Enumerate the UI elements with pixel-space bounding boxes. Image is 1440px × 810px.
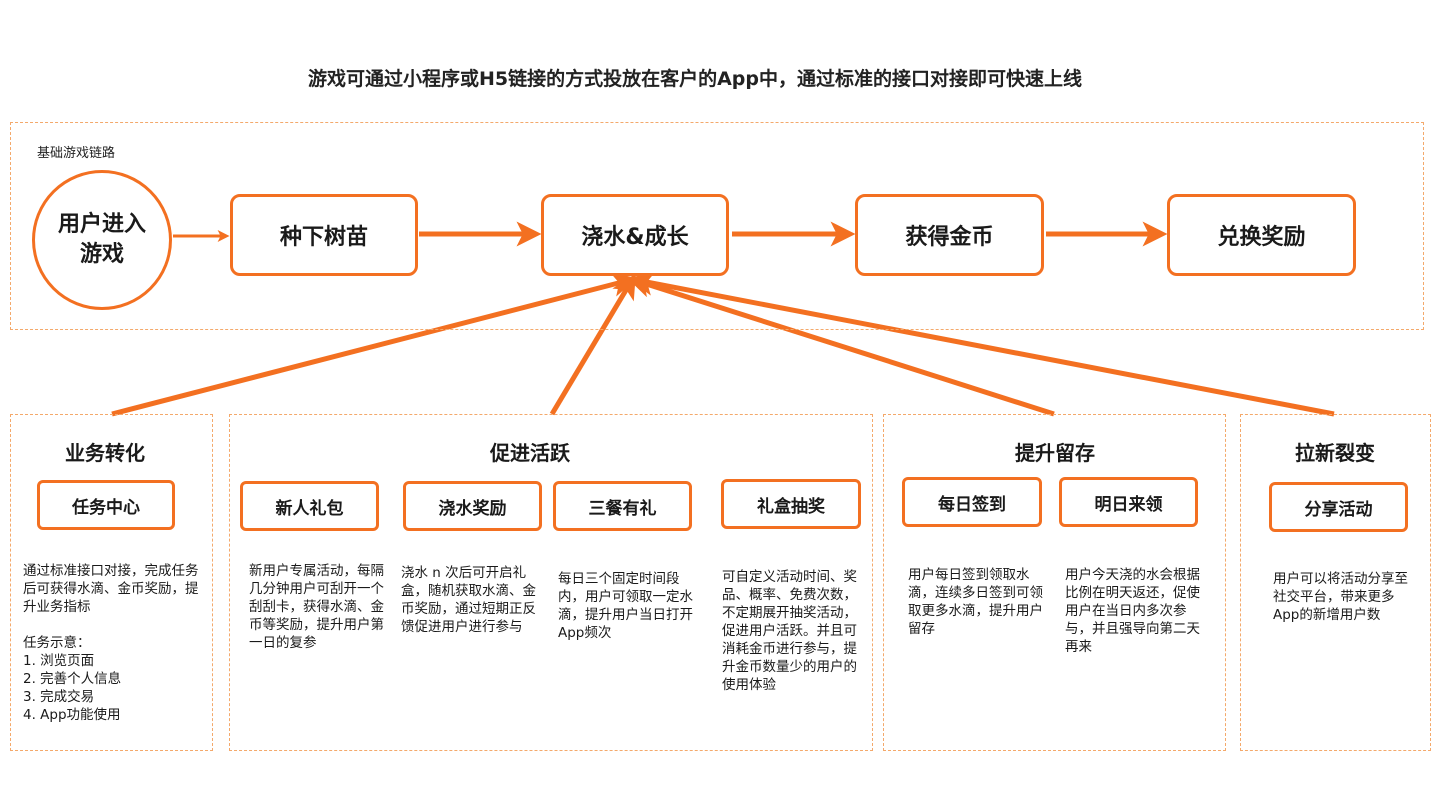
section-title: 促进活跃	[490, 441, 570, 465]
desc-three-meals: 每日三个固定时间段内，用户可领取一定水滴，提升用户当日打开App频次	[558, 571, 693, 641]
arrow-active-to-water	[549, 273, 636, 416]
arrow-retention-to-water	[626, 273, 1055, 417]
pill-three-meals: 三餐有礼	[553, 481, 692, 531]
basic-chain-label: 基础游戏链路	[37, 146, 116, 161]
arrow-growth-to-water	[628, 271, 1335, 417]
step-water: 浇水&成长	[541, 194, 729, 276]
arrow-business-to-water	[111, 272, 638, 417]
section-business	[10, 414, 213, 751]
pill-share-activity: 分享活动	[1269, 482, 1408, 532]
pill-label: 新人礼包	[275, 498, 344, 519]
step-label: 种下树苗	[279, 225, 368, 250]
step-plant: 种下树苗	[230, 194, 418, 276]
section-title: 提升留存	[1015, 441, 1095, 465]
pill-label: 任务中心	[72, 497, 140, 518]
pill-daily-checkin: 每日签到	[902, 477, 1042, 527]
pill-label: 三餐有礼	[588, 498, 657, 519]
pill-label: 浇水奖励	[438, 498, 507, 519]
pill-label: 分享活动	[1304, 499, 1373, 520]
desc-tomorrow-claim: 用户今天浇的水会根据比例在明天返还，促使用户在当日内多次参与，并且强导向第二天再…	[1065, 567, 1200, 655]
step-label: 兑换奖励	[1217, 225, 1306, 250]
pill-newbie-pack: 新人礼包	[240, 481, 379, 531]
basic-chain-box	[10, 122, 1424, 330]
desc-task-center: 通过标准接口对接，完成任务后可获得水滴、金币奖励，提升业务指标 任务示意： 1.…	[23, 563, 199, 723]
step-label: 获得金币	[905, 225, 994, 250]
section-title: 拉新裂变	[1295, 441, 1375, 465]
section-active	[229, 414, 873, 751]
step-reward: 兑换奖励	[1167, 194, 1356, 276]
entry-label: 用户进入游戏	[57, 212, 146, 267]
entry-circle: 用户进入游戏	[32, 170, 172, 310]
section-retention	[883, 414, 1226, 751]
pill-label: 每日签到	[938, 494, 1006, 515]
section-title: 业务转化	[65, 441, 145, 465]
desc-water-reward: 浇水 n 次后可开启礼盒，随机获取水滴、金币奖励，通过短期正反馈促进用户进行参与	[401, 565, 536, 635]
section-growth	[1240, 414, 1431, 751]
step-coins: 获得金币	[855, 194, 1044, 276]
pill-label: 礼盒抽奖	[757, 496, 825, 517]
desc-newbie-pack: 新用户专属活动，每隔几分钟用户可刮开一个刮刮卡，获得水滴、金币等奖励，提升用户第…	[249, 563, 384, 651]
page-headline: 游戏可通过小程序或H5链接的方式投放在客户的App中，通过标准的接口对接即可快速…	[307, 68, 1083, 90]
pill-label: 明日来领	[1094, 494, 1163, 515]
pill-tomorrow-claim: 明日来领	[1059, 477, 1198, 527]
desc-daily-checkin: 用户每日签到领取水滴，连续多日签到可领取更多水滴，提升用户留存	[908, 567, 1043, 637]
pill-task-center: 任务中心	[37, 480, 175, 530]
step-label: 浇水&成长	[581, 225, 689, 250]
desc-gift-lottery: 可自定义活动时间、奖品、概率、免费次数，不定期展开抽奖活动，促进用户活跃。并且可…	[722, 569, 857, 693]
desc-share-activity: 用户可以将活动分享至社交平台，带来更多App的新增用户数	[1273, 571, 1408, 623]
pill-gift-lottery: 礼盒抽奖	[721, 479, 861, 529]
pill-water-reward: 浇水奖励	[403, 481, 542, 531]
